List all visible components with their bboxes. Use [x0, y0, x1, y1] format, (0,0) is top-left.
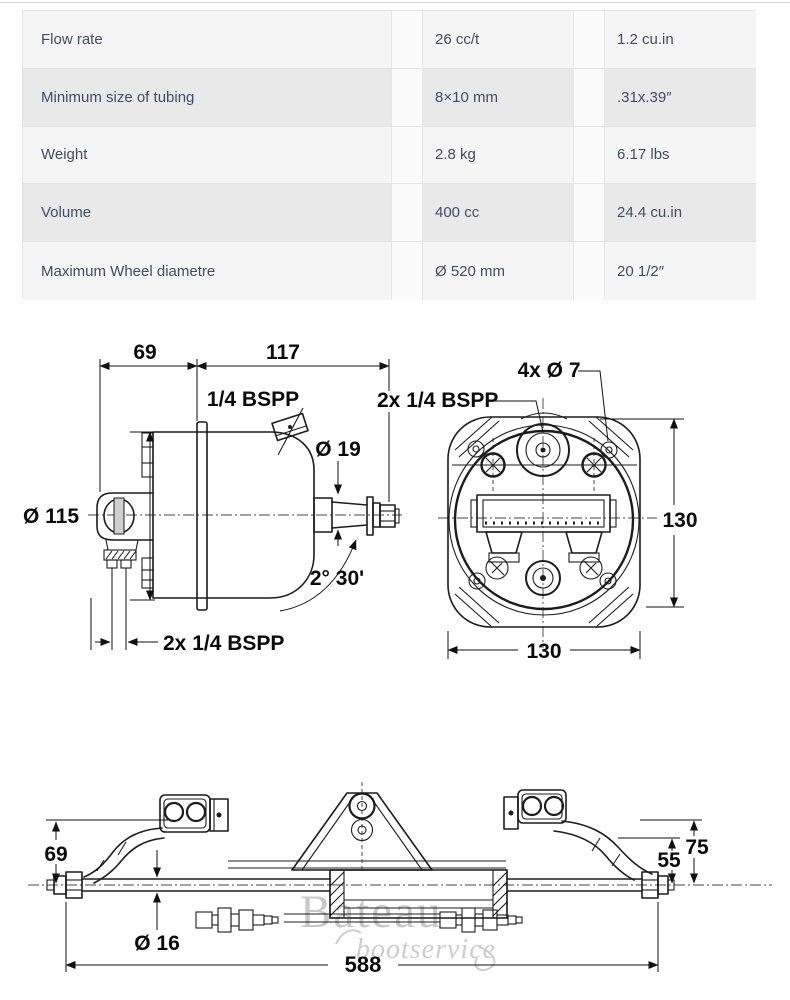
table-gap [573, 68, 605, 127]
side-dim-117: 117 [266, 341, 300, 364]
side-port-top-label: 1/4 BSPP [207, 388, 299, 411]
spec-row-metric: 400 cc [423, 184, 573, 243]
table-gap [391, 126, 423, 185]
spec-row-metric: 2.8 kg [423, 126, 573, 185]
spec-row-metric: Ø 520 mm [423, 242, 573, 300]
cyl-dim-55: 55 [657, 849, 681, 872]
spec-row-metric: 26 cc/t [423, 11, 573, 69]
cylinder-drawing: 69 Ø 16 55 75 588 [28, 782, 772, 977]
spec-row-label: Volume [23, 184, 391, 243]
spec-row-label: Weight [23, 126, 391, 185]
spec-row-imperial: 1.2 cu.in [605, 11, 756, 69]
front-dim-width: 130 [526, 640, 561, 663]
table-gap [391, 242, 423, 300]
front-dim-height: 130 [662, 509, 697, 532]
side-dia-115: Ø 115 [23, 505, 79, 528]
side-ports-bottom-label: 2x 1/4 BSPP [163, 632, 284, 655]
cyl-dim-69: 69 [44, 843, 67, 866]
table-gap [573, 242, 605, 300]
spec-row-label: Minimum size of tubing [23, 68, 391, 127]
side-dia-19: Ø 19 [315, 438, 361, 461]
spec-row-label: Flow rate [23, 11, 391, 69]
spec-row-label: Maximum Wheel diametre [23, 242, 391, 300]
cyl-dim-75: 75 [685, 836, 709, 859]
page-top-divider [0, 2, 790, 3]
table-gap [573, 184, 605, 243]
watermark-flourish [335, 929, 362, 945]
side-dim-69: 69 [133, 341, 156, 364]
spec-row-imperial: 20 1/2″ [605, 242, 756, 300]
side-view-drawing: 69 117 Ø 115 1/4 BSPP Ø 19 2° 30' 2x 1/4… [23, 341, 402, 655]
watermark-line2: bootservice [356, 934, 496, 965]
cyl-dia-16: Ø 16 [134, 932, 180, 955]
cyl-dim-588: 588 [345, 952, 382, 977]
spec-row-imperial: 24.4 cu.in [605, 184, 756, 243]
front-ports-label: 2x 1/4 BSPP [377, 389, 498, 412]
front-holes-label: 4x Ø 7 [517, 359, 580, 382]
table-gap [391, 184, 423, 243]
watermark: Bateau bootservice [300, 886, 496, 972]
watermark-flourish [474, 945, 496, 972]
spec-row-imperial: .31x.39″ [605, 68, 756, 127]
spec-row-metric: 8×10 mm [423, 68, 573, 127]
table-gap [391, 11, 423, 69]
table-gap [391, 68, 423, 127]
front-view-drawing: 4x Ø 7 2x 1/4 BSPP 130 130 [377, 359, 703, 663]
spec-table: Flow rate 26 cc/t 1.2 cu.in Minimum size… [22, 10, 756, 300]
watermark-line1: Bateau [300, 886, 443, 938]
side-tilt-angle: 2° 30' [310, 567, 364, 590]
spec-row-imperial: 6.17 lbs [605, 126, 756, 185]
table-gap [573, 11, 605, 69]
table-gap [573, 126, 605, 185]
